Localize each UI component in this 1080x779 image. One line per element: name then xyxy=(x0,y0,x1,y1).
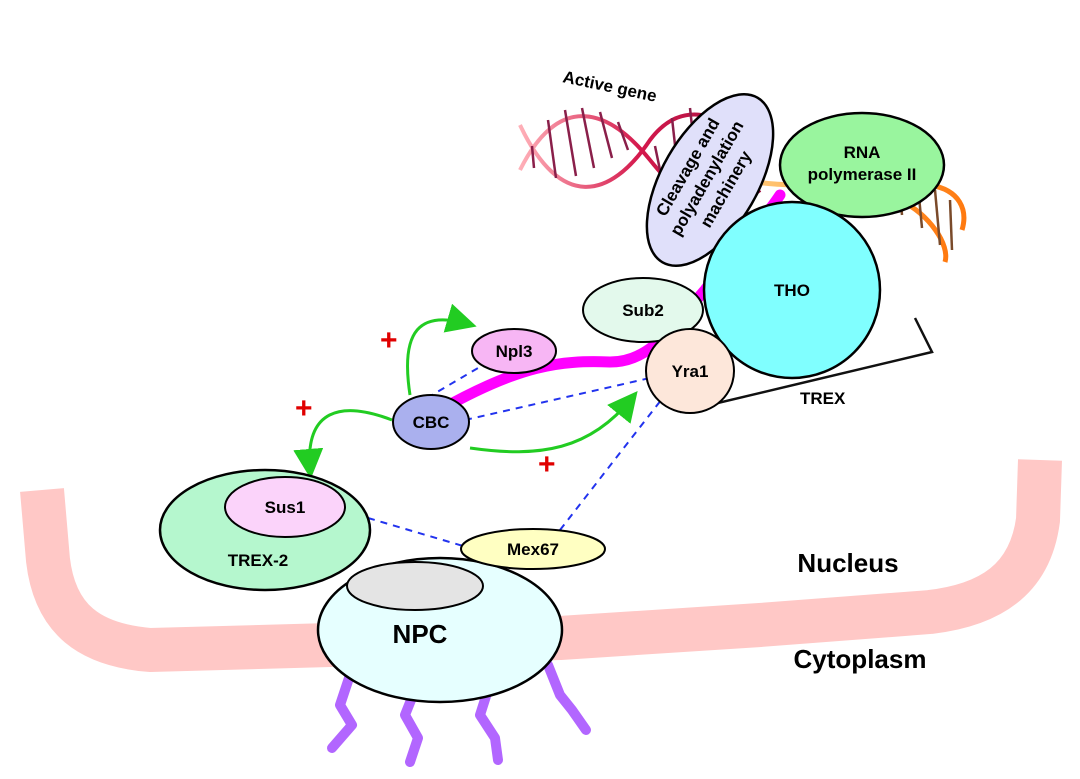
cbc-to-npl3-arrow xyxy=(406,303,477,396)
fibril-3 xyxy=(475,685,503,765)
rna-polymerase-ii: RNA polymerase II xyxy=(778,111,946,219)
trex2-label: TREX-2 xyxy=(228,551,288,570)
sub2-label: Sub2 xyxy=(622,301,664,320)
fibril-2 xyxy=(400,685,423,767)
fibril-4 xyxy=(543,660,591,735)
cbc-to-yra1-arrow xyxy=(469,391,638,454)
tho-label: THO xyxy=(774,281,810,300)
cbc-to-trex2-arrow xyxy=(293,409,393,479)
trex-bracket xyxy=(679,317,934,414)
sus1-protein: Sus1 xyxy=(224,476,346,538)
cbc-label: CBC xyxy=(413,413,450,432)
plus-sign-yra1: + xyxy=(538,448,556,481)
plus-sign-npl3: + xyxy=(380,324,398,357)
trex-label: TREX xyxy=(800,389,846,408)
cbc-npl3-link xyxy=(426,367,479,399)
npl3-protein: Npl3 xyxy=(471,328,557,374)
sus1-label: Sus1 xyxy=(265,498,306,517)
mex67-protein: Mex67 xyxy=(460,528,606,570)
plus-sign-trex2: + xyxy=(295,392,313,425)
yra1-protein: Yra1 xyxy=(645,328,735,414)
mex67-label: Mex67 xyxy=(507,540,559,559)
cbc-yra1-link xyxy=(464,377,651,421)
sub2-protein: Sub2 xyxy=(582,277,704,343)
cleavage-polyadenylation-machinery: Cleavage and polyadenylation machinery xyxy=(645,93,775,267)
interaction-lines xyxy=(367,367,666,549)
active-gene-label: Active gene xyxy=(561,67,658,105)
cbc-complex: CBC xyxy=(392,394,470,450)
mex67-yra1-link xyxy=(559,394,666,531)
tho-complex: THO xyxy=(702,200,882,380)
npl3-label: Npl3 xyxy=(496,342,533,361)
nuclear-pore-complex: NPC xyxy=(316,556,564,704)
npc-label: NPC xyxy=(393,619,448,649)
rnapol-label-line2: polymerase II xyxy=(808,165,917,184)
nucleus-label: Nucleus xyxy=(797,548,898,578)
rnapol-label-line1: RNA xyxy=(844,143,881,162)
yra1-label: Yra1 xyxy=(672,362,709,381)
nuclear-basket-fibril-icon xyxy=(327,660,591,767)
cytoplasm-label: Cytoplasm xyxy=(794,644,927,674)
fibril-1 xyxy=(327,670,357,753)
sus1-mex67-link xyxy=(367,517,471,549)
activation-arrows xyxy=(293,303,638,479)
